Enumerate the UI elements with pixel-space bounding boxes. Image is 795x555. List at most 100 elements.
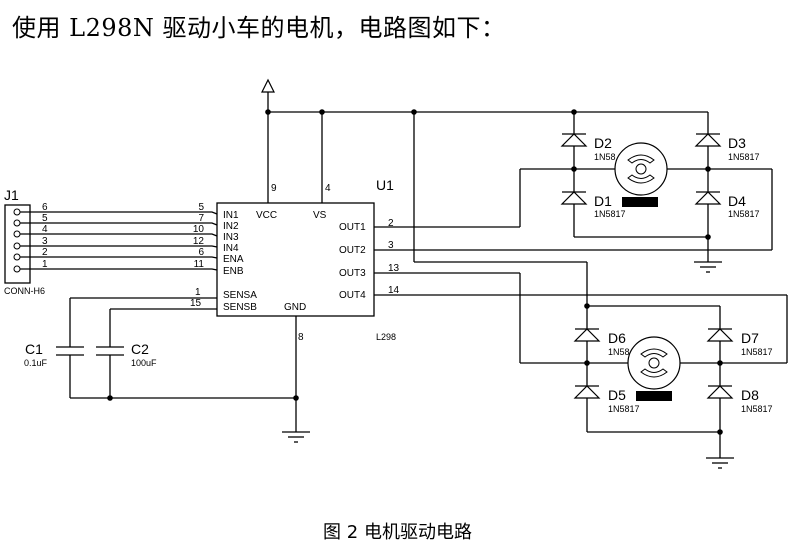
input-wire bbox=[20, 245, 218, 248]
sense-and-capacitors: 1 15 C1 0.1uF C2 100uF bbox=[24, 287, 310, 443]
connector-type: CONN-H6 bbox=[4, 286, 45, 296]
ic-input-pin-number: 5 bbox=[198, 202, 204, 213]
pin-name-enb: ENB bbox=[223, 266, 244, 277]
diode-part-d2: 1N58 bbox=[594, 152, 616, 162]
diode-d8-icon bbox=[706, 385, 734, 399]
pin-num-sensa: 1 bbox=[195, 287, 201, 298]
diode-d5-icon bbox=[573, 385, 601, 399]
motor-2-readout-box bbox=[636, 391, 672, 401]
diode-d1-icon bbox=[560, 191, 588, 205]
diode-part-d1: 1N5817 bbox=[594, 209, 626, 219]
motor-1-readout-box bbox=[622, 197, 658, 207]
pin-num-out4: 14 bbox=[388, 285, 400, 296]
pin-name-out2: OUT2 bbox=[339, 245, 366, 256]
pin-name-in1: IN1 bbox=[223, 210, 239, 221]
motor-1-readout: +88.8 bbox=[625, 198, 646, 207]
connector-pin-number: 2 bbox=[42, 247, 48, 258]
cap-value-c2: 100uF bbox=[131, 358, 157, 368]
diode-ref-d1: D1 bbox=[594, 193, 612, 209]
connector-pin-number: 4 bbox=[42, 224, 48, 235]
cap-ref-c1: C1 bbox=[25, 341, 43, 357]
input-wire bbox=[20, 268, 218, 271]
pin-num-vs: 4 bbox=[325, 183, 331, 194]
diode-part-d8: 1N5817 bbox=[741, 404, 773, 414]
diode-d3-icon bbox=[694, 133, 722, 147]
pin-name-vs: VS bbox=[313, 210, 327, 221]
ground-icon bbox=[694, 261, 722, 273]
ic-input-pin-number: 12 bbox=[193, 236, 205, 247]
diode-ref-d4: D4 bbox=[728, 193, 746, 209]
pin-name-out4: OUT4 bbox=[339, 290, 366, 301]
motor-2-readout: +88.8 bbox=[639, 392, 660, 401]
connector-pin-icon bbox=[13, 253, 21, 261]
ic-input-pin-number: 11 bbox=[194, 259, 205, 270]
diode-part-d5: 1N5817 bbox=[608, 404, 640, 414]
diode-ref-d3: D3 bbox=[728, 135, 746, 151]
cap-ref-c2: C2 bbox=[131, 341, 149, 357]
pin-name-in4: IN4 bbox=[223, 243, 239, 254]
diode-ref-d7: D7 bbox=[741, 330, 759, 346]
diode-ref-d2: D2 bbox=[594, 135, 612, 151]
pin-num-vcc: 9 bbox=[271, 183, 277, 194]
figure-caption: 图 2 电机驱动电路 bbox=[323, 522, 472, 543]
motor-1-icon bbox=[614, 142, 668, 196]
ic-u1: U1 L298 IN1 IN2 IN3 IN4 ENA ENB SENSA SE… bbox=[216, 177, 400, 343]
pin-num-out1: 2 bbox=[388, 218, 394, 229]
pin-name-in3: IN3 bbox=[223, 232, 239, 243]
power-supply-icon bbox=[261, 78, 275, 93]
pin-name-ena: ENA bbox=[223, 254, 244, 265]
connector-ref: J1 bbox=[4, 187, 19, 203]
input-wire bbox=[20, 256, 218, 259]
connector-j1: J1 CONN-H6 bbox=[4, 187, 45, 296]
ic-input-pin-number: 7 bbox=[198, 213, 204, 224]
diode-ref-d8: D8 bbox=[741, 387, 759, 403]
pin-name-out3: OUT3 bbox=[339, 268, 366, 279]
ic-input-pin-number: 6 bbox=[198, 247, 204, 258]
output-wires bbox=[374, 168, 788, 364]
pin-num-out2: 3 bbox=[388, 240, 394, 251]
pin-num-out3: 13 bbox=[388, 263, 400, 274]
connector-pin-number: 1 bbox=[42, 259, 48, 270]
connector-pin-number: 5 bbox=[42, 213, 48, 224]
diode-ref-d6: D6 bbox=[608, 330, 626, 346]
ic-part: L298 bbox=[376, 332, 396, 342]
pin-name-in2: IN2 bbox=[223, 221, 239, 232]
input-wire bbox=[20, 233, 218, 237]
pin-name-gnd: GND bbox=[284, 302, 306, 313]
connector-pin-icon bbox=[13, 219, 21, 227]
input-wire bbox=[20, 222, 218, 226]
intro-text: 使用 L298N 驱动小车的电机，电路图如下： bbox=[12, 14, 506, 42]
ground-icon bbox=[282, 431, 310, 443]
diode-d4-icon bbox=[694, 191, 722, 205]
diode-ref-d5: D5 bbox=[608, 387, 626, 403]
pin-name-out1: OUT1 bbox=[339, 222, 366, 233]
motor-2-icon bbox=[627, 336, 681, 390]
pin-num-gnd: 8 bbox=[298, 332, 304, 343]
diode-part-d7: 1N5817 bbox=[741, 347, 773, 357]
power-rail bbox=[261, 78, 708, 263]
pin-num-sensb: 15 bbox=[190, 298, 202, 309]
h-bridge-2: +88.8 D6 1N58 D5 1N5817 D7 1N5817 D8 1N5… bbox=[573, 262, 773, 469]
connector-pin-icon bbox=[13, 208, 21, 216]
connector-pin-icon bbox=[13, 265, 21, 273]
connector-pin-icon bbox=[13, 230, 21, 238]
pin-name-sensb: SENSB bbox=[223, 302, 257, 313]
diode-part-d4: 1N5817 bbox=[728, 209, 760, 219]
ic-input-pin-number: 10 bbox=[193, 224, 205, 235]
connector-pin-number: 6 bbox=[42, 202, 48, 213]
ground-icon bbox=[706, 457, 734, 469]
connector-pin-icon bbox=[13, 242, 21, 250]
diode-part-d3: 1N5817 bbox=[728, 152, 760, 162]
diode-part-d6: 1N58 bbox=[608, 347, 630, 357]
connector-pin-number: 3 bbox=[42, 236, 48, 247]
pin-name-sensa: SENSA bbox=[223, 290, 257, 301]
diode-d2-icon bbox=[560, 133, 588, 147]
diode-d6-icon bbox=[573, 328, 601, 342]
cap-value-c1: 0.1uF bbox=[24, 358, 48, 368]
diode-d7-icon bbox=[706, 328, 734, 342]
h-bridge-1: +88.8 D2 1N58 D1 1N5817 D3 1N5817 D4 1N5… bbox=[560, 112, 760, 273]
input-wire bbox=[20, 211, 218, 215]
ic-ref: U1 bbox=[376, 177, 394, 193]
